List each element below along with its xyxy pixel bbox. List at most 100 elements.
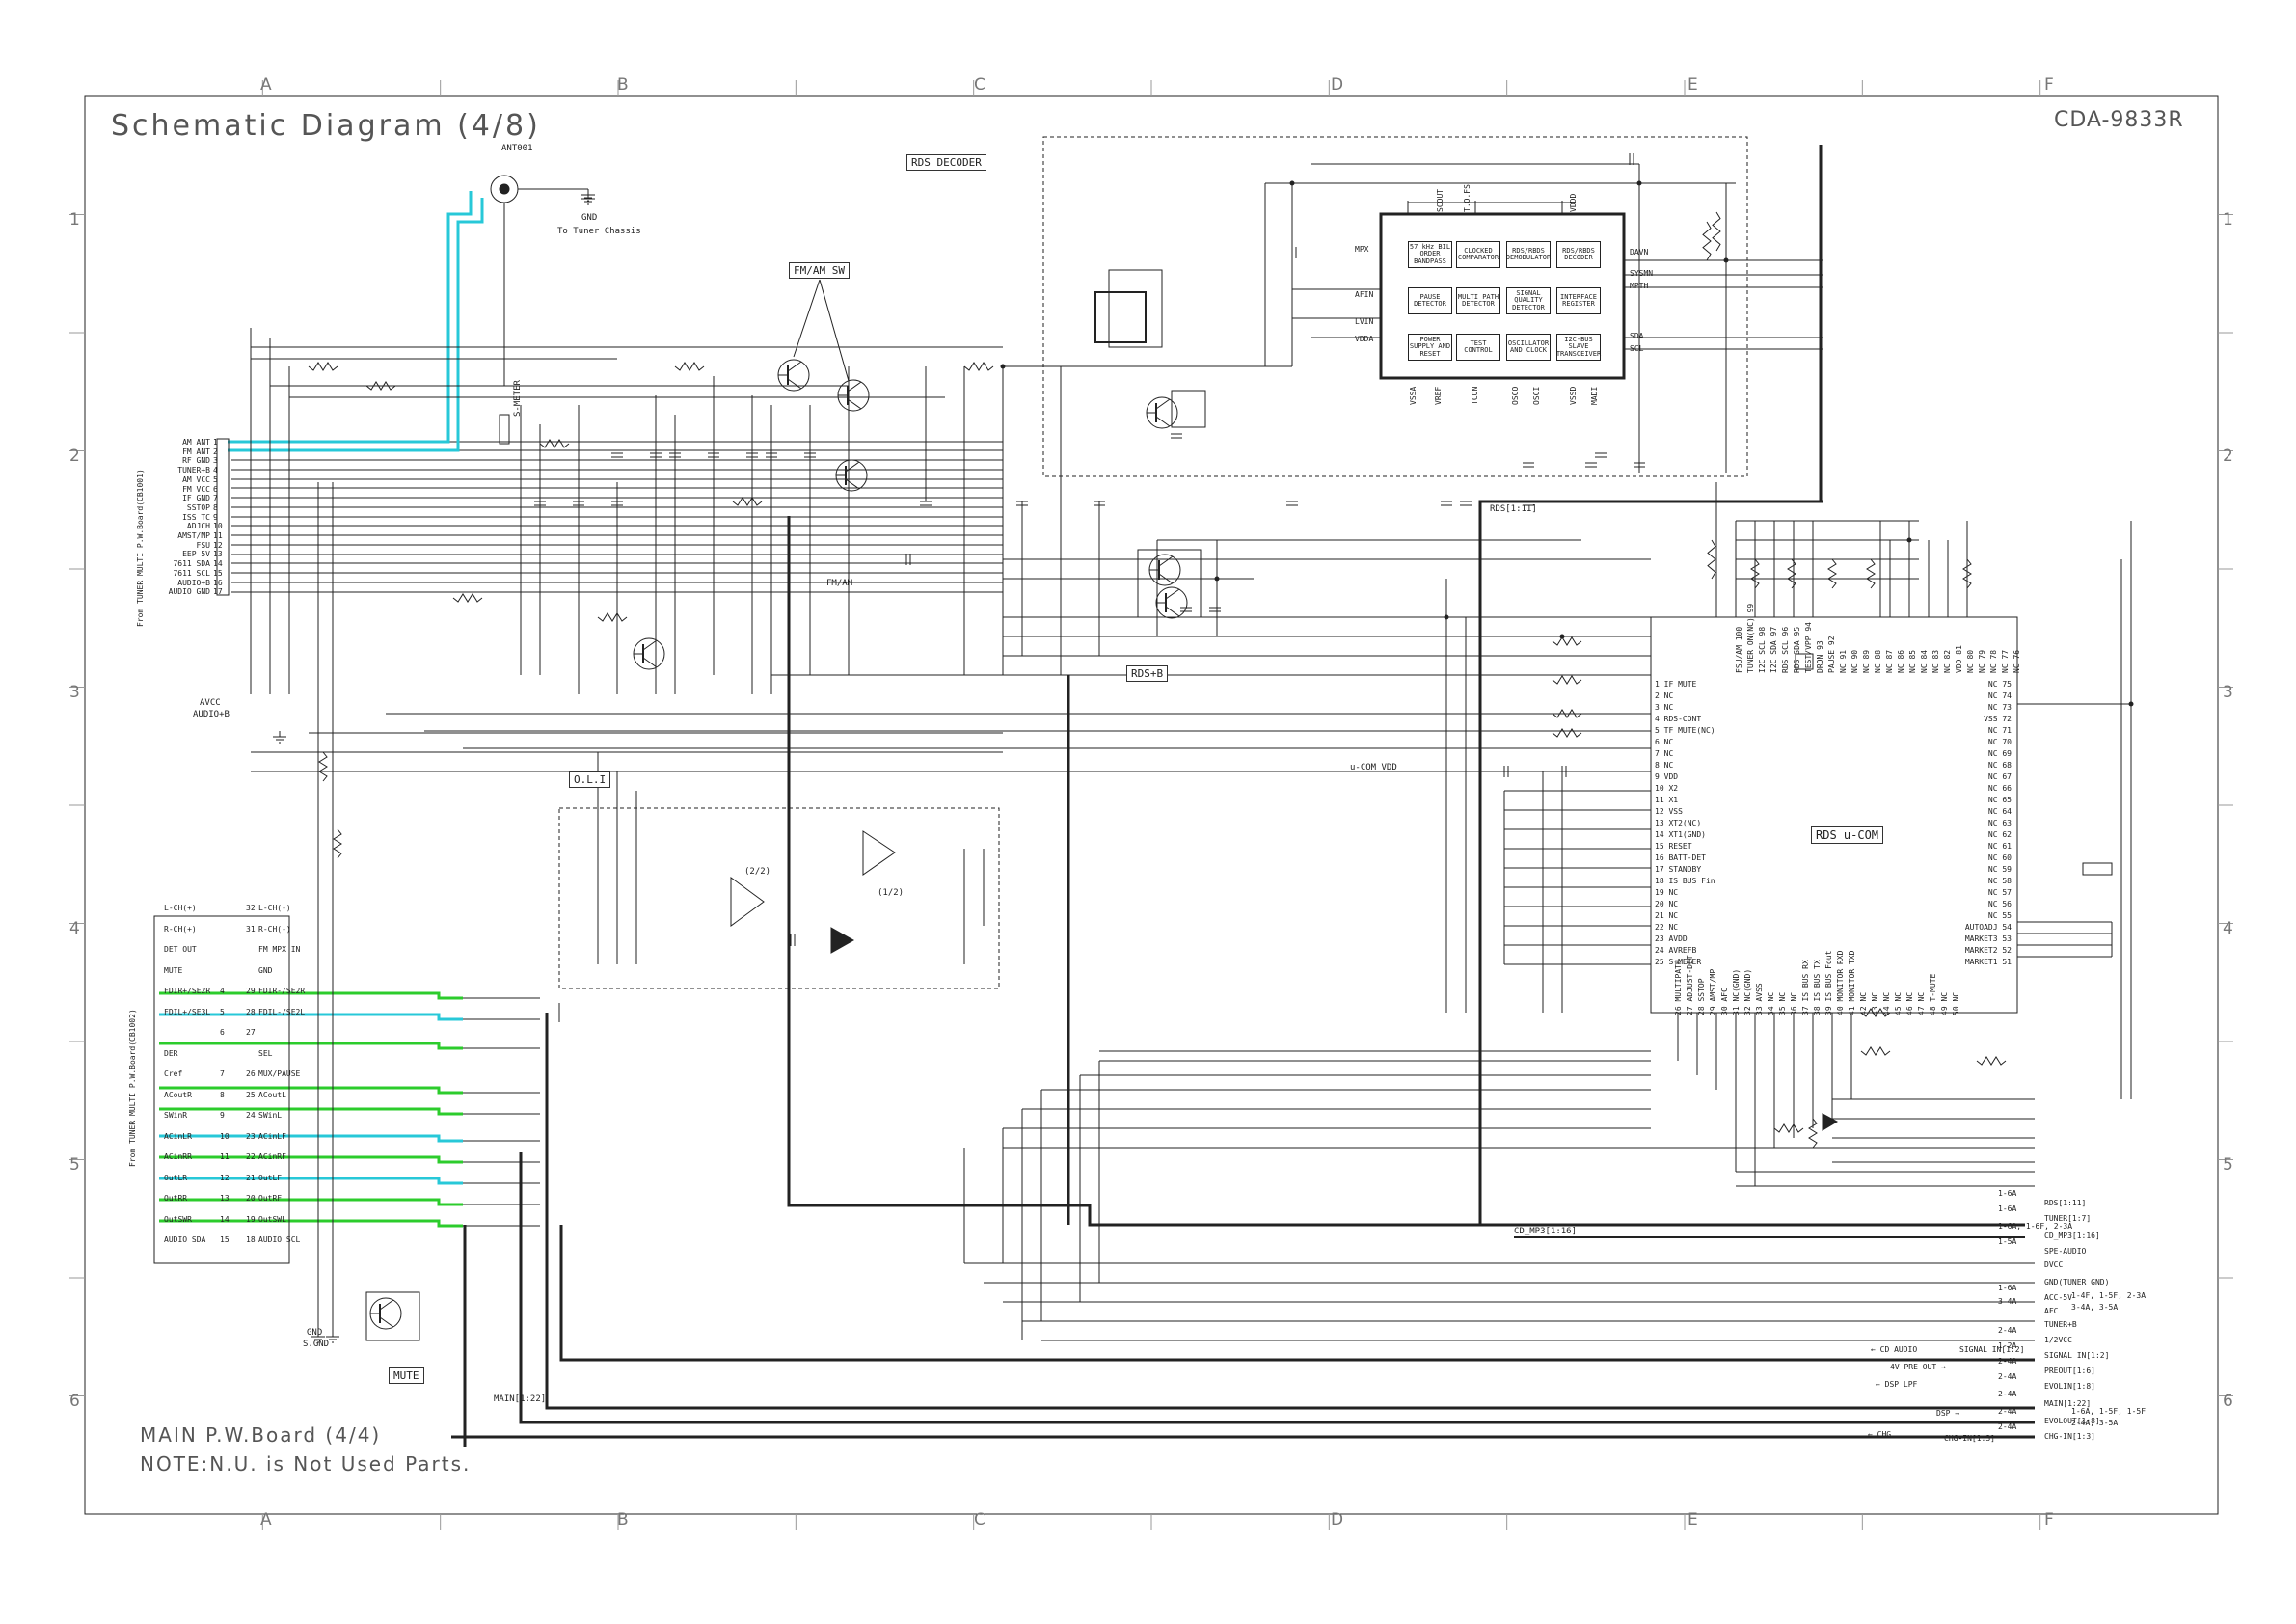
- bus-wire: [787, 516, 2025, 1227]
- ucom-pin-top: I2C SDA 97: [1769, 626, 1778, 673]
- cd-mp3-bus-label: CD_MP3[1:16]: [1514, 1227, 1578, 1236]
- fm-am-net-label: FM/AM: [826, 579, 853, 588]
- rds-ic-pin-bottom: VREF: [1434, 386, 1443, 405]
- grid-row-1: 1: [2223, 210, 2233, 230]
- ucom-pin-left: 11 X1: [1655, 796, 1679, 804]
- ref-group-1: 1-4F, 1-5F, 2-3A: [2071, 1291, 2147, 1300]
- rds-ic-block: RDS/RBDS DEMODULATOR: [1506, 241, 1551, 268]
- ref-group-2: 1-6A, 1-5F, 1-5F: [2071, 1407, 2147, 1416]
- ucom-pin-left: 18 IS BUS Fin: [1655, 877, 1715, 885]
- multi-pin-number-right: 25: [246, 1090, 256, 1099]
- resistor-symbol: [1866, 558, 1876, 589]
- ucom-pin-bottom: 48 T-MUTE: [1929, 973, 1937, 1015]
- rds-ic-pin-top: SCOUT: [1436, 188, 1445, 212]
- ucom-pin-bottom: 45 NC: [1894, 991, 1903, 1015]
- ucom-pin-right: NC 70: [1987, 738, 2012, 746]
- ucom-pin-left: 21 NC: [1655, 911, 1679, 920]
- transistor-symbol: [1158, 555, 1174, 567]
- resistor-symbol: [1712, 211, 1721, 252]
- rds-ic-pin-right: DAVN: [1630, 248, 1649, 257]
- rds-ic-pin-top: VDDD: [1569, 193, 1578, 212]
- transistor-symbol: [379, 1316, 394, 1328]
- multi-pin-number-left: 8: [220, 1090, 225, 1099]
- rds-ic-block: INTERFACE REGISTER: [1556, 287, 1601, 314]
- rds-decoder-label: RDS DECODER: [906, 154, 986, 171]
- io-terminal-label: DVCC: [2044, 1260, 2064, 1269]
- grid-column-b: B: [617, 1510, 629, 1529]
- ucom-pin-bottom: 35 NC: [1778, 991, 1787, 1015]
- grid-row-6: 6: [69, 1392, 80, 1411]
- tuner-pin-name: 7611 SDA: [173, 559, 210, 569]
- ucom-pin-left: 19 NC: [1655, 888, 1679, 897]
- ucom-pin-bottom: 31 NC(GND): [1732, 968, 1741, 1015]
- multi-pin-number-right: 23: [246, 1131, 256, 1141]
- resistor-symbol: [318, 751, 328, 782]
- ucom-pin-right: NC 73: [1987, 703, 2012, 712]
- ucom-pin-left: 24 AVREFB: [1655, 946, 1697, 955]
- ucom-pin-left: 23 AVDD: [1655, 934, 1688, 943]
- ucom-pin-bottom: 32 NC(GND): [1743, 968, 1752, 1015]
- tuner-pin-name: AM ANT: [182, 438, 210, 447]
- io-terminal-label: RDS[1:11]: [2044, 1199, 2087, 1207]
- multi-pin-number-left: 14: [220, 1214, 230, 1224]
- multi-pin-right: GND: [258, 965, 273, 975]
- io-terminal-ref: 2-4A: [1998, 1357, 2017, 1366]
- rds-ic-pin-bottom: OSCO: [1511, 386, 1520, 405]
- ucom-pin-left: 15 RESET: [1655, 842, 1692, 851]
- resistor-symbol: [1702, 221, 1712, 261]
- ucom-pin-left: 5 TF MUTE(NC): [1655, 726, 1715, 735]
- resistor-symbol: [539, 439, 570, 448]
- grid-column-d: D: [1331, 75, 1344, 95]
- rds-ic-pin-left: VDDA: [1355, 335, 1374, 343]
- rds-ic-block: MULTI PATH DETECTOR: [1456, 287, 1500, 314]
- board-note: MAIN P.W.Board (4/4): [140, 1423, 382, 1447]
- multi-pin-right: MUX/PAUSE: [258, 1069, 301, 1078]
- resistor-symbol: [732, 497, 763, 506]
- io-terminal-label: EVOLOUT[1:8]: [2044, 1417, 2100, 1425]
- ucom-pin-top: NC 76: [2012, 649, 2021, 673]
- signal-in-note: SIGNAL IN[1:2]: [1959, 1345, 2025, 1354]
- multi-pin-right: FDIL-/SE2L: [258, 1007, 306, 1016]
- ucom-pin-top: I2C SCL 98: [1758, 626, 1767, 673]
- diode-symbol: [1822, 1113, 1839, 1131]
- grid-column-c: C: [974, 1510, 986, 1529]
- ucom-pin-left: 13 XT2(NC): [1655, 819, 1702, 827]
- ucom-pin-bottom: 43 NC: [1871, 991, 1879, 1015]
- tuner-pin-number: 4: [213, 466, 218, 475]
- multi-pin-number-left: 12: [220, 1173, 230, 1182]
- ucom-pin-right: NC 61: [1987, 842, 2012, 851]
- resistor-symbol: [1750, 558, 1760, 589]
- multi-pin-left: MUTE: [164, 965, 183, 975]
- io-terminal-ref: 2-4A: [1998, 1390, 2017, 1398]
- tuner-pin-name: SSTOP: [186, 502, 210, 512]
- multi-pin-left: DER: [164, 1048, 178, 1058]
- rds-ic-block: CLOCKED COMPARATOR: [1456, 241, 1500, 268]
- multi-pin-left: ACinLR: [164, 1131, 192, 1141]
- transistor-symbol: [845, 461, 860, 473]
- multi-pin-number-right: 21: [246, 1173, 256, 1182]
- multi-pin-number-right: 32: [246, 904, 256, 912]
- ucom-pin-top: DRON 93: [1816, 640, 1824, 673]
- ucom-pin-bottom: 44 NC: [1882, 991, 1891, 1015]
- io-terminal-ref: 1-2A: [1998, 1341, 2017, 1350]
- io-terminal-ref: 1-6A: [1998, 1284, 2017, 1292]
- tuner-pin-name: AM VCC: [182, 474, 210, 484]
- wire-junction: [1559, 634, 1565, 639]
- component-box: [1795, 653, 1814, 670]
- ucom-pin-top: NC 86: [1897, 649, 1905, 673]
- wire-junction: [1636, 180, 1642, 186]
- tuner-pin-number: 7: [213, 494, 218, 503]
- ucom-pin-right: NC 74: [1987, 691, 2012, 700]
- grid-column-d: D: [1331, 1510, 1344, 1529]
- multi-pin-right: AUDIO SCL: [258, 1235, 301, 1244]
- io-terminal-label: CHG-IN[1:3]: [2044, 1432, 2095, 1441]
- rds-ic-pin-bottom: VSSD: [1569, 386, 1578, 405]
- ucom-pin-right: NC 71: [1987, 726, 2012, 735]
- grid-column-f: F: [2044, 75, 2054, 95]
- ucom-pin-bottom: 33 AVSS: [1755, 983, 1764, 1015]
- rds-ic-pin-right: MPTH: [1630, 282, 1649, 290]
- grid-row-2: 2: [69, 447, 80, 466]
- multi-pin-number-left: 10: [220, 1131, 230, 1141]
- multi-pin-number-right: 28: [246, 1007, 256, 1016]
